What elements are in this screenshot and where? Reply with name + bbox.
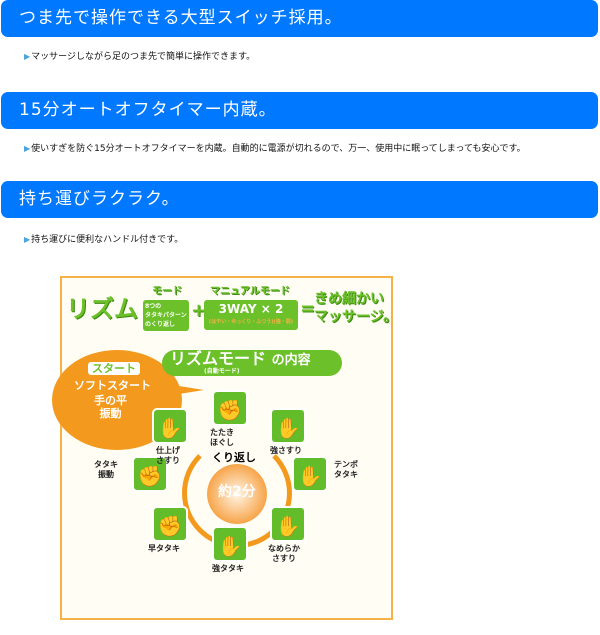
hand-tap-icon: ✊ (212, 390, 248, 426)
rm-of: の内容 (271, 353, 311, 368)
plus: + (191, 300, 207, 321)
palm-vibration-label: 手の平 振動 (94, 394, 127, 420)
step-label: 仕上げ さすり (156, 446, 180, 465)
section-header-1: つま先で操作できる大型スイッチ採用。 (1, 0, 598, 37)
mode-desc: 8つの タタキパターン のくり返し (143, 300, 189, 331)
rhythm-mode-banner: リズムモード の内容 (自動モード) (162, 350, 342, 376)
equals: = (300, 298, 316, 319)
way-box: 3WAY × 2 (はやい・ゆっくり・ふつう)(強・弱) (204, 300, 298, 330)
soft-start-label: ソフトスタート (74, 379, 151, 392)
step-label: なめらか さすり (268, 544, 300, 563)
step-label: タタキ 振動 (94, 460, 118, 479)
text: マッサージしながら足のつま先で簡単に操作できます。 (31, 52, 256, 62)
step-label: 強タタキ (212, 564, 244, 573)
hand-tap-icon: ✋ (212, 526, 248, 562)
hand-chop-icon: ✋ (292, 456, 328, 492)
rhythm-mode-diagram: リズム モード 8つの タタキパターン のくり返し + マニュアルモード 3WA… (52, 276, 397, 620)
step-label: 早タタキ (148, 544, 180, 553)
hand-rub-icon: ✋ (270, 506, 306, 542)
text: 使いすぎを防ぐ15分オートオフタイマーを内蔵。自動的に電源が切れるので、万一、使… (31, 144, 526, 154)
step-label: たたき ほぐし (210, 428, 234, 447)
triangle-right-icon: ▶ (24, 52, 31, 61)
way-label: 3WAY × 2 (218, 302, 284, 316)
section-header-2: 15分オートオフタイマー内蔵。 (1, 92, 598, 129)
start-arrow (154, 382, 204, 398)
repeat-label: くり返し (212, 451, 256, 464)
text: 持ち運びに便利なハンドル付きです。 (31, 235, 184, 245)
step-label: テンポ タタキ (334, 460, 358, 479)
hand-tap-icon: ✊ (152, 506, 188, 542)
section-header-3: 持ち運びラクラク。 (1, 181, 598, 218)
mode-label: モード (152, 286, 182, 297)
hand-rub-icon: ✋ (152, 408, 188, 444)
duration-label: 約2分 (218, 484, 256, 500)
section-text-3: ▶持ち運びに便利なハンドル付きです。 (24, 232, 183, 245)
hand-rub-icon: ✋ (270, 408, 306, 444)
start-label: スタート (88, 362, 140, 375)
step-label: 強さすり (270, 446, 302, 455)
rhythm-label: リズム (66, 295, 138, 323)
rm-sub: (自動モード) (204, 368, 240, 375)
hand-vibrate-icon: ✊ (132, 456, 168, 492)
result-label: きめ細かい マッサージ。 (314, 291, 398, 325)
duration-glow (207, 464, 267, 524)
manual-mode-label: マニュアルモード (210, 286, 290, 297)
triangle-right-icon: ▶ (24, 235, 31, 244)
way-sub: (はやい・ゆっくり・ふつう)(強・弱) (208, 319, 294, 325)
rm-title: リズムモード (170, 349, 267, 368)
section-text-1: ▶マッサージしながら足のつま先で簡単に操作できます。 (24, 49, 255, 62)
section-text-2: ▶使いすぎを防ぐ15分オートオフタイマーを内蔵。自動的に電源が切れるので、万一、… (24, 141, 526, 154)
triangle-right-icon: ▶ (24, 144, 31, 153)
